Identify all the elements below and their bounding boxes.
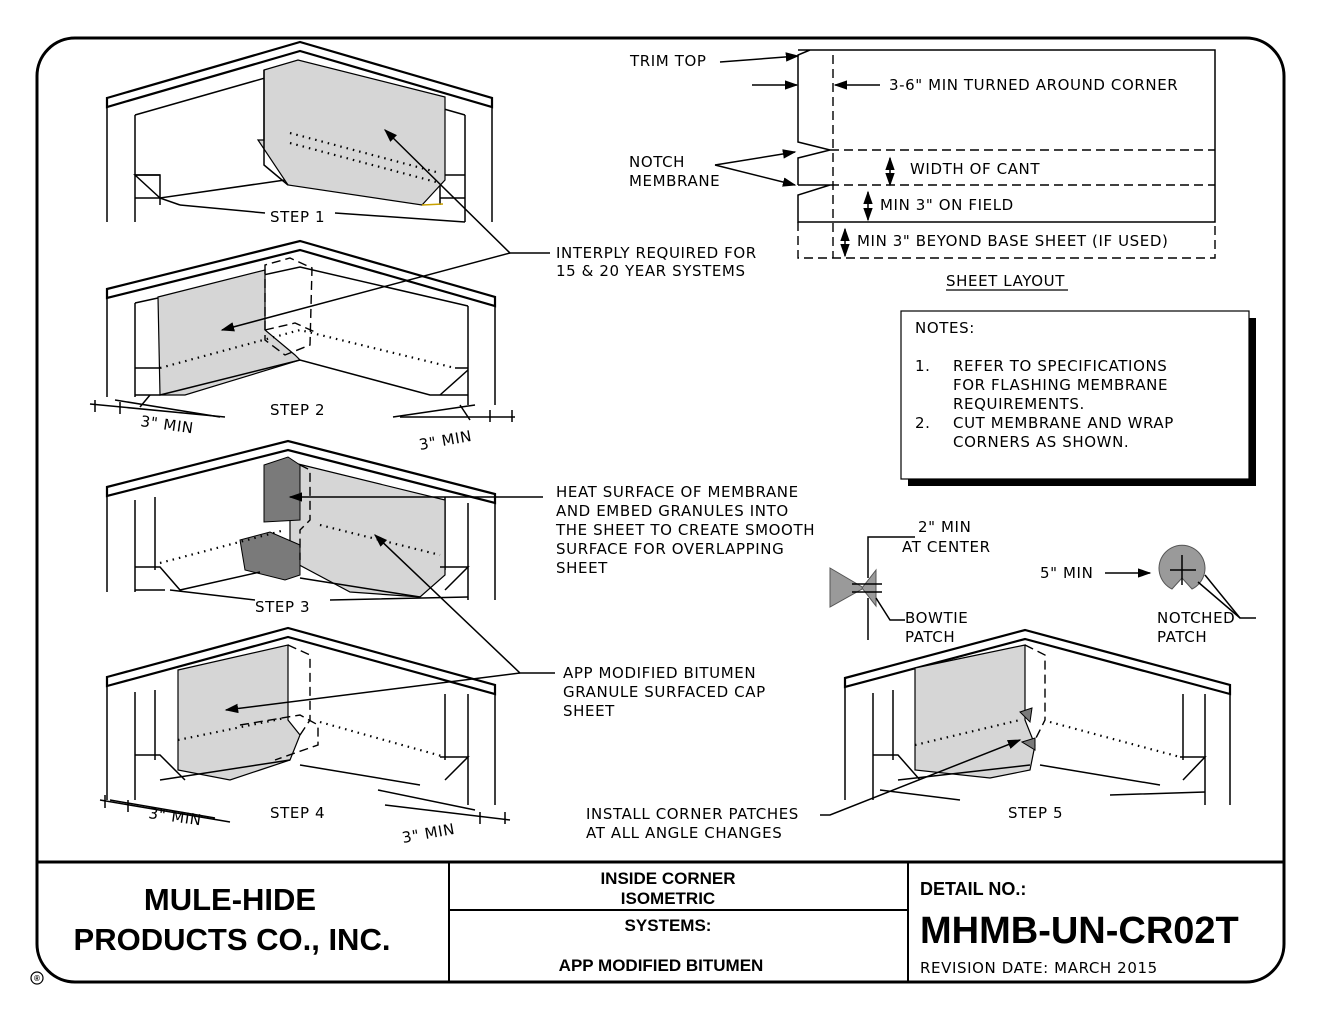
registered-mark: ® <box>34 974 40 983</box>
two-min-label: 2" MIN <box>918 518 971 536</box>
notch-label-2: MEMBRANE <box>629 172 720 190</box>
heat-text-2: AND EMBED GRANULES INTO <box>556 502 789 520</box>
heat-text-4: SURFACE FOR OVERLAPPING <box>556 540 784 558</box>
note-2-number: 2. <box>915 414 931 432</box>
description-line-1: INSIDE CORNER <box>600 869 735 888</box>
turned-label: 3-6" MIN TURNED AROUND CORNER <box>889 76 1178 94</box>
patch-details: 2" MIN AT CENTER BOWTIE PATCH 5" MIN NOT… <box>829 518 1256 646</box>
step-4-figure: STEP 4 3" MIN 3" MIN <box>99 626 511 847</box>
note-2-line-2: CORNERS AS SHOWN. <box>953 433 1129 451</box>
step-2-dim-left: 3" MIN <box>139 412 194 437</box>
at-center-label: AT CENTER <box>902 538 991 556</box>
notes-heading: NOTES: <box>915 319 975 337</box>
step-2-figure: STEP 2 3" MIN 3" MIN <box>89 239 515 454</box>
detail-number: MHMB-UN-CR02T <box>920 910 1239 952</box>
interply-text-1: INTERPLY REQUIRED FOR <box>556 244 757 262</box>
company-name-2: PRODUCTS CO., INC. <box>74 922 391 957</box>
app-text-1: APP MODIFIED BITUMEN <box>563 664 756 682</box>
step-2-label: STEP 2 <box>270 401 325 419</box>
sheet-layout: TRIM TOP NOTCH MEMBRANE 3-6" MIN TURNED … <box>629 49 1216 291</box>
note-1-line-3: REQUIREMENTS. <box>953 395 1085 413</box>
width-cant-label: WIDTH OF CANT <box>910 160 1040 178</box>
app-text-3: SHEET <box>563 702 615 720</box>
notes-box: NOTES: 1. REFER TO SPECIFICATIONS FOR FL… <box>900 310 1256 486</box>
five-min-label: 5" MIN <box>1040 564 1093 582</box>
install-text-1: INSTALL CORNER PATCHES <box>586 805 799 823</box>
heat-text-1: HEAT SURFACE OF MEMBRANE <box>556 483 799 501</box>
note-1-line-2: FOR FLASHING MEMBRANE <box>953 376 1168 394</box>
note-1-number: 1. <box>915 357 931 375</box>
interply-text-2: 15 & 20 YEAR SYSTEMS <box>556 262 746 280</box>
bowtie-label-1: BOWTIE <box>905 609 968 627</box>
sheet-layout-title: SHEET LAYOUT <box>946 272 1065 290</box>
install-text-2: AT ALL ANGLE CHANGES <box>586 824 782 842</box>
note-1-line-1: REFER TO SPECIFICATIONS <box>953 357 1167 375</box>
step-4-dim-right: 3" MIN <box>401 820 457 847</box>
revision-date: REVISION DATE: MARCH 2015 <box>920 959 1158 977</box>
step-4-label: STEP 4 <box>270 804 325 822</box>
trim-top-label: TRIM TOP <box>629 52 707 70</box>
drawing-border <box>35 36 1286 984</box>
callouts: INTERPLY REQUIRED FOR 15 & 20 YEAR SYSTE… <box>220 129 1022 842</box>
step-3-figure: STEP 3 <box>105 439 497 616</box>
heat-text-5: SHEET <box>556 559 608 577</box>
systems-value: APP MODIFIED BITUMEN <box>559 956 764 975</box>
bowtie-label-2: PATCH <box>905 628 955 646</box>
systems-label: SYSTEMS: <box>625 916 712 935</box>
step-2-dim-right: 3" MIN <box>418 427 474 454</box>
step-5-figure: STEP 5 <box>843 628 1232 822</box>
step-3-label: STEP 3 <box>255 598 310 616</box>
min-beyond-label: MIN 3" BEYOND BASE SHEET (IF USED) <box>857 232 1168 250</box>
step-1-label: STEP 1 <box>270 208 325 226</box>
description-line-2: ISOMETRIC <box>621 889 715 908</box>
detail-label: DETAIL NO.: <box>920 879 1026 899</box>
min-field-label: MIN 3" ON FIELD <box>880 196 1014 214</box>
notch-label-1: NOTCH <box>629 153 685 171</box>
note-2-line-1: CUT MEMBRANE AND WRAP <box>953 414 1174 432</box>
company-name-1: MULE-HIDE <box>144 882 316 917</box>
notched-label-1: NOTCHED <box>1157 609 1235 627</box>
title-block: MULE-HIDE PRODUCTS CO., INC. ® INSIDE CO… <box>30 860 1284 985</box>
app-text-2: GRANULE SURFACED CAP <box>563 683 766 701</box>
bowtie-patch-icon <box>829 567 866 608</box>
step-5-label: STEP 5 <box>1008 804 1063 822</box>
notched-label-2: PATCH <box>1157 628 1207 646</box>
heat-text-3: THE SHEET TO CREATE SMOOTH <box>555 521 815 539</box>
step-4-dim-left: 3" MIN <box>147 804 202 829</box>
step-1-figure: STEP 1 <box>105 40 494 226</box>
